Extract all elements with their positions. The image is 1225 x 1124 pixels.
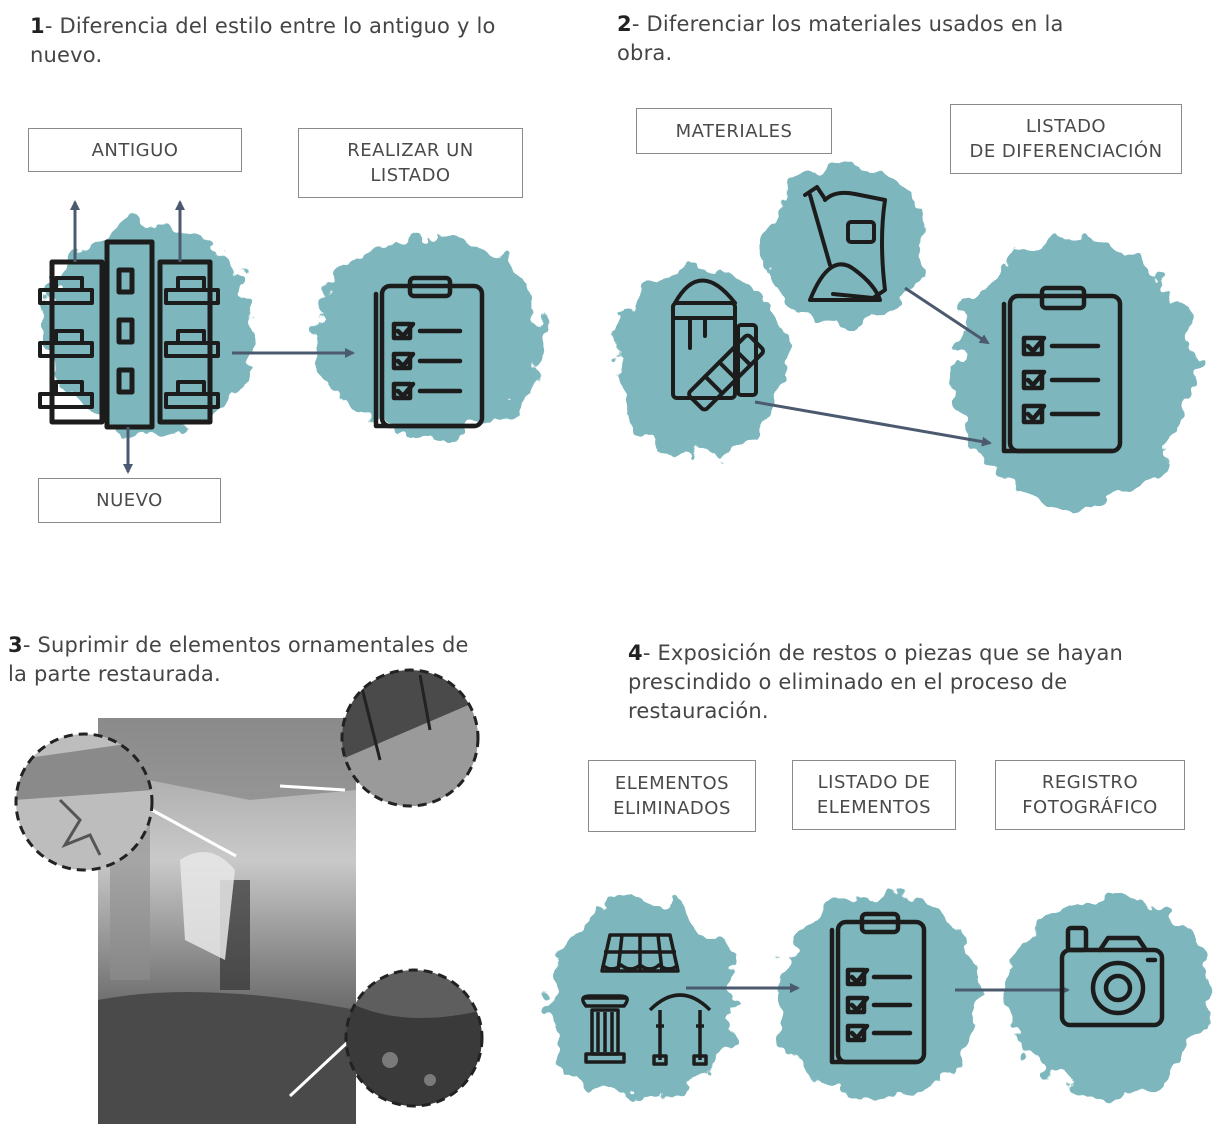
arrows-section-4	[686, 983, 1070, 995]
blob-elements	[545, 900, 735, 1100]
clipboard-checklist-icon	[373, 275, 485, 429]
box-listado-diferenciacion: LISTADO DE DIFERENCIACIÓN	[950, 104, 1182, 174]
box-realizar-listado: REALIZAR UN LISTADO	[298, 128, 523, 198]
column-icon	[581, 994, 629, 1064]
detail-circle-beams-outline	[340, 668, 480, 808]
section-4-heading: 4- Exposición de restos o piezas que se …	[628, 641, 1124, 723]
box-materiales: MATERIALES	[636, 108, 832, 154]
box-listado-elementos: LISTADO DE ELEMENTOS	[792, 760, 956, 830]
camera-icon	[1059, 925, 1165, 1028]
arrows-section-1	[70, 200, 355, 474]
arch-icon	[648, 993, 712, 1066]
section-3-heading: 3- Suprimir de elementos ornamentales de…	[8, 633, 469, 686]
blob-paint	[615, 265, 785, 455]
detail-circle-debris-outline	[344, 968, 484, 1108]
corridor-photo	[98, 718, 356, 1124]
blob-list-2	[955, 235, 1195, 505]
box-registro-fotografico: REGISTRO FOTOGRÁFICO	[995, 760, 1185, 830]
box-elementos-eliminados: ELEMENTOS ELIMINADOS	[588, 760, 756, 832]
cement-bag-icon	[803, 185, 887, 302]
arrows-section-2	[754, 286, 992, 447]
box-nuevo: NUEVO	[38, 478, 221, 523]
clipboard-checklist-icon	[1001, 285, 1123, 454]
detail-circle-debris	[346, 970, 482, 1106]
box-antiguo: ANTIGUO	[28, 128, 242, 172]
clipboard-checklist-icon	[829, 911, 927, 1065]
section-1-heading: 1- Diferencia del estilo entre lo antigu…	[30, 14, 496, 67]
blob-list-1	[315, 235, 545, 435]
detail-circle-beams	[342, 670, 478, 806]
photo-connector-lines	[151, 784, 352, 1098]
detail-circle-ceiling	[16, 734, 152, 870]
detail-circle-ceiling-outline	[14, 732, 154, 872]
paint-bucket-icon	[671, 278, 765, 412]
roof-tiles-icon	[600, 933, 680, 973]
section-2-heading: 2- Diferenciar los materiales usados en …	[617, 12, 1064, 65]
